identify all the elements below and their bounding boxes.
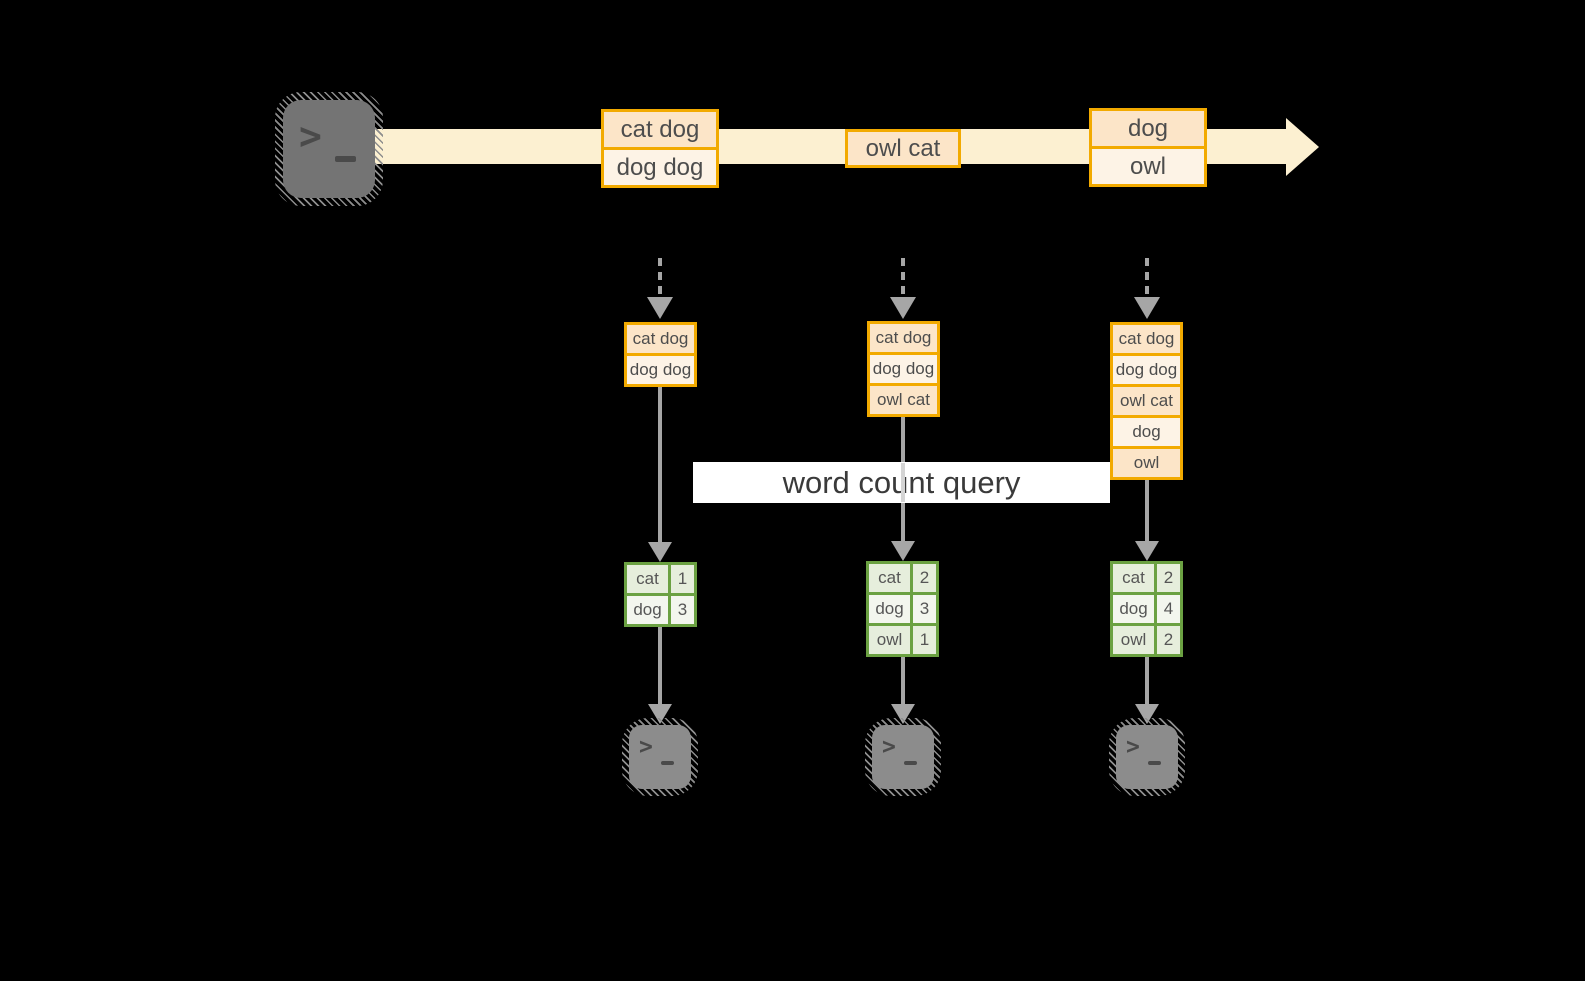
count-cell: 3 xyxy=(913,595,936,623)
arrow-line xyxy=(1145,657,1149,704)
arrowhead-down xyxy=(1135,541,1159,561)
stream-batch-3: dog owl xyxy=(1089,108,1207,187)
terminal-body xyxy=(1116,725,1178,789)
dashed-arrow-line xyxy=(901,258,905,294)
count-cell: 2 xyxy=(913,564,936,592)
arrowhead-down xyxy=(648,542,672,562)
terminal-body xyxy=(629,725,691,789)
word-cell: dog xyxy=(627,596,668,624)
state-row: dog dog xyxy=(1113,356,1180,384)
arrow-line xyxy=(658,627,662,704)
stream-event: cat dog xyxy=(604,112,716,147)
sink-terminal-icon: > xyxy=(1109,718,1185,796)
prompt-underscore-icon xyxy=(661,761,674,765)
sink-terminal-icon: > xyxy=(865,718,941,796)
dashed-arrow-line xyxy=(1145,258,1149,294)
arrow-line xyxy=(658,387,662,542)
state-row: cat dog xyxy=(627,325,694,353)
state-box-1: cat dog dog dog xyxy=(624,322,697,387)
stream-event: owl cat xyxy=(848,132,958,165)
count-cell: 3 xyxy=(671,596,694,624)
state-row: owl xyxy=(1113,449,1180,477)
count-cell: 1 xyxy=(913,626,936,654)
stream-batch-2: owl cat xyxy=(845,129,961,168)
stream-event: dog xyxy=(1092,111,1204,146)
arrowhead-down xyxy=(890,297,916,319)
word-cell: dog xyxy=(1113,595,1154,623)
word-cell: dog xyxy=(869,595,910,623)
count-cell: 1 xyxy=(671,565,694,593)
count-table-1: cat 1 dog 3 xyxy=(624,562,697,627)
prompt-chevron-icon: > xyxy=(882,734,896,760)
stream-arrowhead xyxy=(1286,118,1319,176)
arrow-line-through-banner xyxy=(901,463,905,502)
arrowhead-down xyxy=(647,297,673,319)
state-box-3: cat dog dog dog owl cat dog owl xyxy=(1110,322,1183,480)
count-table-3: cat 2 dog 4 owl 2 xyxy=(1110,561,1183,657)
count-cell: 4 xyxy=(1157,595,1180,623)
count-cell: 2 xyxy=(1157,564,1180,592)
prompt-chevron-icon: > xyxy=(1126,734,1140,760)
arrow-line xyxy=(1145,480,1149,541)
stream-event: owl xyxy=(1092,149,1204,184)
prompt-underscore-icon xyxy=(904,761,917,765)
state-row: owl cat xyxy=(870,386,937,414)
sink-terminal-icon: > xyxy=(622,718,698,796)
arrowhead-down xyxy=(1134,297,1160,319)
word-cell: cat xyxy=(627,565,668,593)
prompt-chevron-icon: > xyxy=(639,734,653,760)
state-box-2: cat dog dog dog owl cat xyxy=(867,321,940,417)
state-row: dog dog xyxy=(627,356,694,384)
state-row: cat dog xyxy=(870,324,937,352)
stream-event: dog dog xyxy=(604,150,716,185)
state-row: cat dog xyxy=(1113,325,1180,353)
stream-batch-1: cat dog dog dog xyxy=(601,109,719,188)
prompt-underscore-icon xyxy=(335,156,356,162)
arrow-line xyxy=(901,657,905,704)
count-cell: 2 xyxy=(1157,626,1180,654)
word-cell: owl xyxy=(1113,626,1154,654)
arrowhead-down xyxy=(891,541,915,561)
prompt-chevron-icon: > xyxy=(299,114,322,158)
source-terminal-icon: > xyxy=(275,92,383,206)
word-cell: cat xyxy=(1113,564,1154,592)
prompt-underscore-icon xyxy=(1148,761,1161,765)
terminal-body xyxy=(283,100,375,198)
count-table-2: cat 2 dog 3 owl 1 xyxy=(866,561,939,657)
terminal-body xyxy=(872,725,934,789)
word-cell: owl xyxy=(869,626,910,654)
state-row: dog xyxy=(1113,418,1180,446)
word-cell: cat xyxy=(869,564,910,592)
dashed-arrow-line xyxy=(658,258,662,294)
state-row: dog dog xyxy=(870,355,937,383)
state-row: owl cat xyxy=(1113,387,1180,415)
